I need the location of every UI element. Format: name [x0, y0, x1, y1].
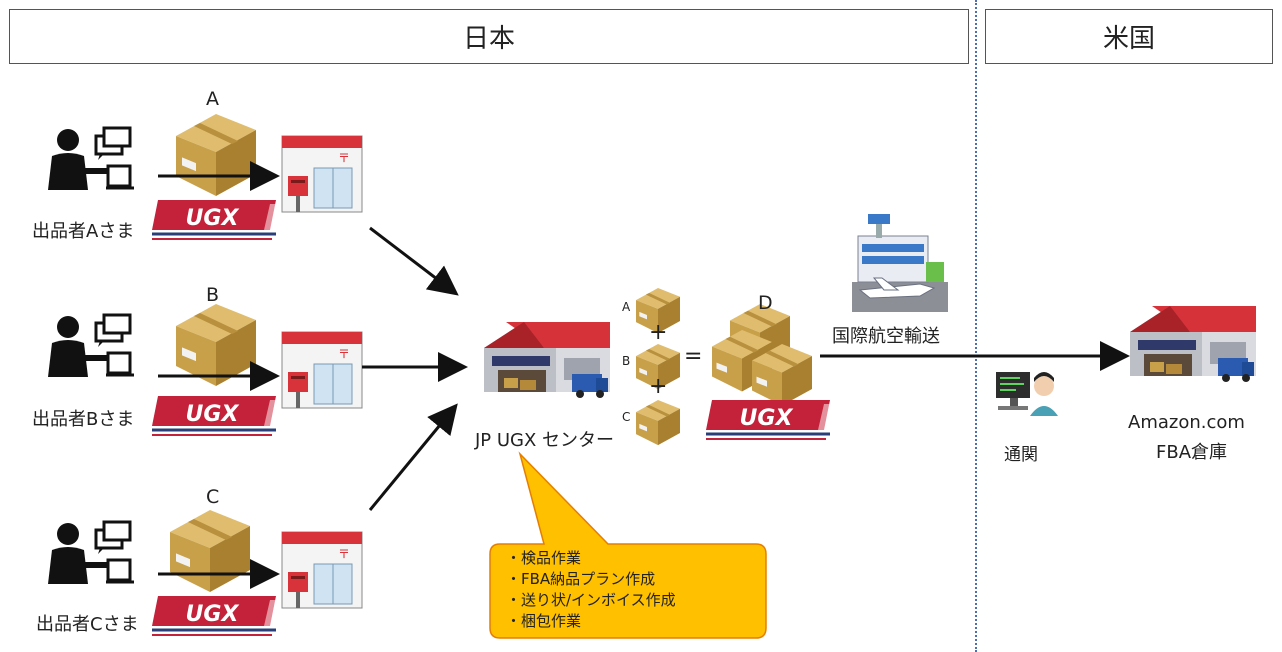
callout-item-inspection: ・検品作業 [506, 549, 582, 567]
seller-b-name: 出品者Bさま [32, 409, 135, 430]
small-box-c-icon [636, 400, 680, 446]
plus-sign-1: + [649, 320, 668, 345]
small-box-a-label: A [622, 300, 631, 314]
region-japan: 日本 [9, 9, 969, 64]
seller-a-icon [46, 126, 136, 192]
airport-icon [852, 214, 948, 312]
consolidated-label-d: D [758, 292, 773, 314]
region-usa: 米国 [985, 9, 1273, 64]
jp-ugx-center-label: JP UGX センター [475, 430, 615, 451]
seller-c-name: 出品者Cさま [36, 614, 139, 635]
amazon-fba-warehouse-icon [1130, 306, 1256, 382]
seller-c-icon [46, 520, 136, 586]
customs-label: 通関 [1004, 445, 1038, 465]
small-box-c-label: C [622, 410, 631, 424]
callout-task-list: ・検品作業 ・FBA納品プラン作成 ・送り状/インボイス作成 ・梱包作業 [506, 548, 676, 632]
border-divider [975, 0, 977, 652]
region-japan-label: 日本 [462, 24, 515, 54]
destination-line2: FBA倉庫 [1156, 442, 1228, 463]
package-b-icon [176, 304, 256, 386]
package-a-icon [176, 114, 256, 196]
package-c-icon [170, 510, 250, 592]
plus-sign-2: + [649, 374, 668, 399]
ugx-logo-b [150, 394, 282, 437]
seller-a-name: 出品者Aさま [32, 221, 135, 242]
seller-a-letter: A [206, 88, 219, 110]
equals-sign: = [684, 344, 703, 369]
ugx-logo-d [704, 398, 836, 441]
callout-bubble [489, 451, 767, 639]
post-office-c-icon [281, 531, 363, 609]
air-transport-label: 国際航空輸送 [832, 326, 940, 347]
callout-item-packing: ・梱包作業 [506, 612, 582, 630]
region-usa-label: 米国 [1102, 24, 1155, 54]
seller-b-letter: B [206, 284, 220, 306]
ugx-logo-a [150, 198, 282, 241]
jp-ugx-center-icon [484, 322, 610, 398]
post-office-a-icon [281, 135, 363, 213]
callout-item-fba-plan: ・FBA納品プラン作成 [506, 570, 656, 588]
seller-c-letter: C [206, 486, 220, 508]
seller-b-icon [46, 313, 136, 379]
post-office-b-icon [281, 331, 363, 409]
ugx-logo-c [150, 594, 282, 637]
customs-operator-icon [996, 372, 1058, 416]
small-box-b-label: B [622, 354, 631, 368]
destination-line1: Amazon.com [1128, 412, 1245, 433]
callout-item-invoice: ・送り状/インボイス作成 [506, 591, 676, 609]
